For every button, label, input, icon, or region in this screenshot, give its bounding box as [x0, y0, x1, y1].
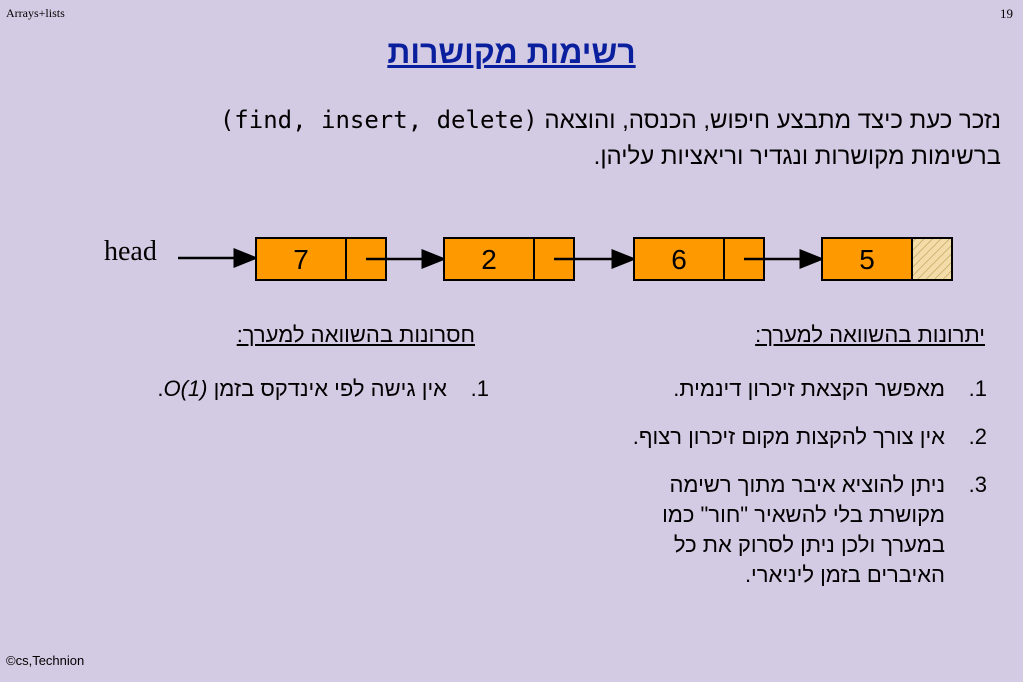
footer-copyright: ©cs,Technion [6, 653, 85, 668]
item-text-line: במערך ולכן ניתן לסרוק את כל [673, 532, 945, 557]
node-value-cell [443, 237, 535, 281]
disadvantages-heading: חסרונות בהשוואה למערך: [236, 322, 475, 347]
intro-line-1: נזכר כעת כיצד מתבצע חיפוש, הכנסה, והוצאה… [101, 102, 1001, 139]
node-value: 2 [481, 244, 497, 275]
intro-operations: (find, insert, delete) [219, 106, 538, 134]
list-node: 5 [821, 237, 953, 281]
list-node: 7 [255, 237, 447, 281]
slide-number: 19 [1000, 6, 1013, 21]
list-item: 2. אין צורך להקצות מקום זיכרון רצוף. [517, 422, 987, 452]
list-item: 1. מאפשר הקצאת זיכרון דינמית. [517, 374, 987, 404]
item-text-line: האיברים בזמן ליניארי. [744, 562, 945, 587]
list-node: 6 [633, 237, 825, 281]
node-value-cell [633, 237, 725, 281]
item-text: מאפשר הקצאת זיכרון דינמית. [673, 376, 945, 401]
item-number: 2. [968, 424, 987, 449]
null-pointer-cell [911, 237, 953, 281]
item-number: 3. [968, 472, 987, 497]
complexity-notation: O(1) [163, 376, 208, 401]
head-label: head [104, 236, 157, 267]
item-number: 1. [968, 376, 987, 401]
list-item: 3. ניתן להוציא איבר מתוך רשימה מקושרת בל… [517, 470, 987, 590]
item-text-line: מקושרת בלי להשאיר "חור" כמו [662, 502, 945, 527]
advantages-heading: יתרונות בהשוואה למערך: [755, 322, 985, 347]
slide-header-left: Arrays+lists [6, 6, 65, 20]
item-text-line: ניתן להוציא איבר מתוך רשימה [669, 472, 945, 497]
node-value-cell [821, 237, 913, 281]
intro-line-1-text: נזכר כעת כיצד מתבצע חיפוש, הכנסה, והוצאה [544, 107, 1001, 134]
advantages-list: 1. מאפשר הקצאת זיכרון דינמית. 2. אין צורך … [517, 374, 987, 608]
node-value: 6 [671, 244, 687, 275]
slide-title: רשימות מקושרות [387, 34, 636, 70]
item-number: 1. [470, 376, 489, 401]
disadvantages-list: 1. אין גישה לפי אינדקס בזמן O(1). [19, 374, 489, 422]
item-text: אין גישה לפי אינדקס בזמן [213, 376, 447, 401]
node-value: 7 [293, 244, 309, 275]
nodes-layer: 7 2 6 5 [255, 237, 953, 281]
intro-line-2: ברשימות מקושרות ונגדיר וריאציות עליהן. [593, 143, 1001, 170]
list-node: 2 [443, 237, 637, 281]
node-value: 5 [859, 244, 875, 275]
item-end: . [157, 376, 164, 401]
item-text: אין צורך להקצות מקום זיכרון רצוף. [632, 424, 945, 449]
intro-paragraph: נזכר כעת כיצד מתבצע חיפוש, הכנסה, והוצאה… [101, 102, 1001, 175]
list-item: 1. אין גישה לפי אינדקס בזמן O(1). [19, 374, 489, 404]
